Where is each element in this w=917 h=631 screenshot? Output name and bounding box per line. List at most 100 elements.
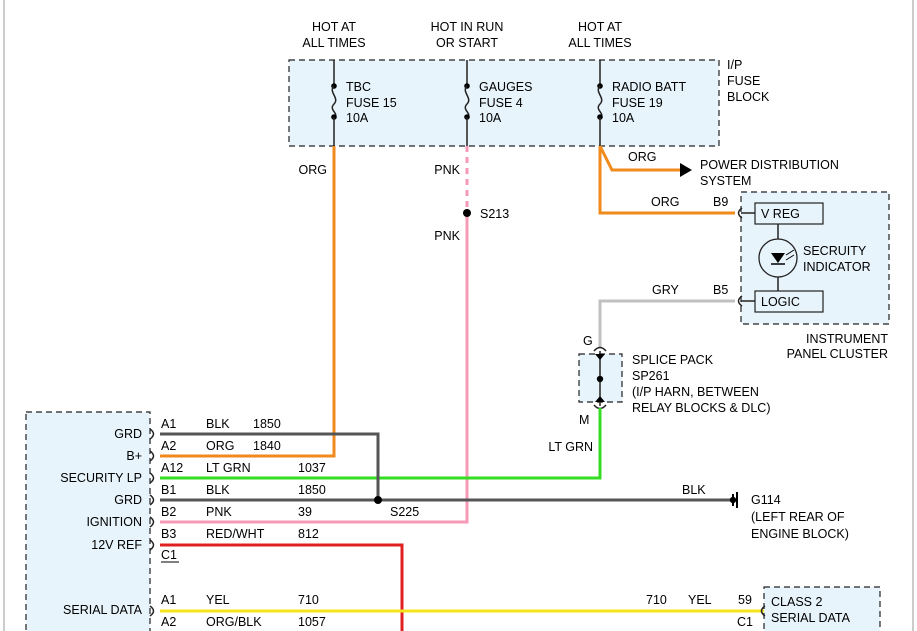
module-label-security-lp: SECURITY LP — [60, 471, 142, 485]
module-label-ignition: IGNITION — [86, 515, 142, 529]
pin-g: G — [583, 334, 593, 348]
cluster-label-line2: PANEL CLUSTER — [787, 347, 888, 361]
wire-org-power-dist — [598, 145, 680, 172]
row-serial-a2-pin: A2 — [161, 615, 176, 629]
row-a2-circuit: 1840 — [253, 439, 281, 453]
row-b3-circuit: 812 — [298, 527, 319, 541]
row-b1-circuit: 1850 — [298, 483, 326, 497]
module-label-grd-2: GRD — [114, 493, 142, 507]
wire-label-lt-grn: LT GRN — [548, 440, 593, 454]
row-a2-pin: A2 — [161, 439, 176, 453]
wire-blk-1850-a1 — [160, 432, 380, 500]
class2-serial-data-box — [763, 586, 881, 631]
arrow-power-dist — [680, 163, 692, 177]
wire-org-b9 — [598, 146, 735, 215]
ground-line2: ENGINE BLOCK) — [751, 527, 849, 541]
connector-b9 — [737, 207, 743, 219]
module-connector-arcs — [149, 428, 766, 617]
power-dist-line2: SYSTEM — [700, 174, 751, 188]
fuse-block — [288, 59, 720, 147]
splice-s213 — [463, 209, 471, 217]
module-label-grd: GRD — [114, 427, 142, 441]
wire-label-org-power: ORG — [628, 150, 656, 164]
header-col1-line1: HOT AT — [312, 20, 356, 34]
header-col3-line2: ALL TIMES — [568, 36, 631, 50]
pin-b9: B9 — [713, 195, 728, 209]
wire-label-pnk-bottom: PNK — [434, 229, 460, 243]
fuse-radio-line1: RADIO BATT — [612, 80, 686, 94]
splice-s225 — [374, 496, 382, 504]
wire-label-org-left: ORG — [299, 163, 327, 177]
fuse-gauges-line1: GAUGES — [479, 80, 533, 94]
row-a12-circuit: 1037 — [298, 461, 326, 475]
fuse-tbc-line3: 10A — [346, 111, 369, 125]
row-b1-pin: B1 — [161, 483, 176, 497]
row-a12-color: LT GRN — [206, 461, 251, 475]
class2-line1: CLASS 2 — [771, 595, 822, 609]
module-label-bplus: B+ — [126, 449, 142, 463]
fuse-gauges-line2: FUSE 4 — [479, 96, 523, 110]
serial-circuit: 710 — [646, 593, 667, 607]
fuse-block-label-line1: I/P — [727, 58, 742, 72]
splice-pack-line1: SPLICE PACK — [632, 353, 714, 367]
fuse-radio-batt — [597, 60, 603, 146]
row-serial-a2-color: ORG/BLK — [206, 615, 262, 629]
row-serial-a2-circuit: 1057 — [298, 615, 326, 629]
row-c1-pin: C1 — [161, 548, 177, 562]
header-col1-line2: ALL TIMES — [302, 36, 365, 50]
led-indicator-icon — [758, 238, 798, 278]
ground-icon — [729, 492, 738, 508]
row-b1-color: BLK — [206, 483, 230, 497]
row-a12-pin: A12 — [161, 461, 183, 475]
theft-deterrent-module — [25, 411, 151, 631]
v-reg-label: V REG — [761, 207, 800, 221]
splice-s225-label: S225 — [390, 505, 419, 519]
header-col2-line2: OR START — [436, 36, 498, 50]
row-b2-circuit: 39 — [298, 505, 312, 519]
row-b3-pin: B3 — [161, 527, 176, 541]
serial-pin-c1: C1 — [737, 615, 753, 629]
ground-line1: (LEFT REAR OF — [751, 510, 845, 524]
logic-label: LOGIC — [761, 295, 800, 309]
fuse-block-label-line2: FUSE — [727, 74, 760, 88]
wire-gry — [598, 299, 735, 347]
row-serial-a1-pin: A1 — [161, 593, 176, 607]
fuse-gauges-line3: 10A — [479, 111, 502, 125]
row-a1-circuit: 1850 — [253, 417, 281, 431]
splice-pack-line4: RELAY BLOCKS & DLC) — [632, 401, 770, 415]
wire-label-org-b9: ORG — [651, 195, 679, 209]
splice-pack-line3: (I/P HARN, BETWEEN — [632, 385, 759, 399]
wire-label-blk: BLK — [682, 483, 706, 497]
header-col2-line1: HOT IN RUN — [431, 20, 504, 34]
wire-lt-grn-1037 — [160, 408, 602, 480]
wire-org-1840 — [160, 146, 336, 458]
module-label-serial-data: SERIAL DATA — [63, 603, 143, 617]
splice-s213-label: S213 — [480, 207, 509, 221]
class2-line2: SERIAL DATA — [771, 611, 851, 625]
fuse-tbc-line1: TBC — [346, 80, 371, 94]
row-a1-color: BLK — [206, 417, 230, 431]
row-a2-color: ORG — [206, 439, 234, 453]
wire-label-pnk-top: PNK — [434, 163, 460, 177]
fuse-tbc — [331, 60, 337, 146]
pin-m: M — [579, 413, 589, 427]
indicator-line2: INDICATOR — [803, 260, 871, 274]
module-label-12v-ref: 12V REF — [91, 538, 142, 552]
wire-pnk-39 — [160, 213, 469, 524]
row-serial-a1-circuit: 710 — [298, 593, 319, 607]
connector-b5 — [737, 295, 743, 307]
row-a1-pin: A1 — [161, 417, 176, 431]
header-col3-line1: HOT AT — [578, 20, 622, 34]
fuse-radio-line2: FUSE 19 — [612, 96, 663, 110]
row-serial-a1-color: YEL — [206, 593, 230, 607]
indicator-line1: SECRUITY — [803, 244, 867, 258]
ground-id: G114 — [751, 493, 781, 507]
connector-g — [593, 346, 607, 352]
fuse-block-label-line3: BLOCK — [727, 90, 770, 104]
pin-b5: B5 — [713, 283, 728, 297]
fuse-radio-line3: 10A — [612, 111, 635, 125]
cluster-label-line1: INSTRUMENT — [806, 332, 888, 346]
fuse-tbc-line2: FUSE 15 — [346, 96, 397, 110]
